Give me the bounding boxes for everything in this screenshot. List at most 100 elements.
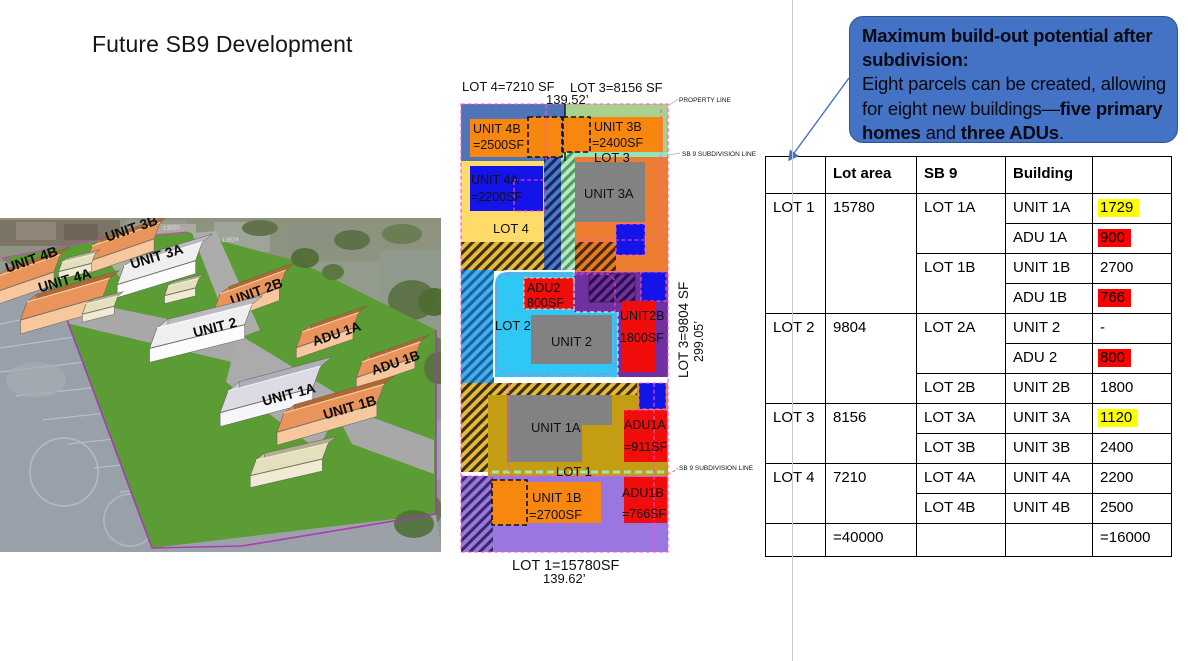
table-cell: LOT 3B — [916, 433, 1006, 464]
plan-label: UNIT 1A — [531, 420, 581, 435]
photo-house-number: 13920 — [163, 225, 181, 232]
plan-label: UNIT2B — [620, 309, 664, 323]
table-header-row: Lot area SB 9 Building — [765, 156, 1172, 194]
plan-unit-blue-3 — [639, 383, 666, 409]
building-accessory — [58, 249, 101, 281]
table-cell: LOT 3A — [916, 403, 1006, 434]
plan-unit-2 — [531, 315, 612, 364]
plan-bottom-dimension: 139.62’ — [543, 571, 586, 586]
table-header — [1092, 156, 1172, 194]
callout-line: for eight new buildings— — [862, 97, 1060, 119]
highlighted-value: 1729 — [1098, 199, 1140, 217]
plan-label: =2200SF — [471, 190, 522, 204]
plan-label: UNIT 2 — [551, 334, 592, 349]
plan-unit-3a — [575, 162, 645, 222]
plan-top-dimension: 139.52’ — [546, 92, 589, 107]
plan-property-line-note: PROPERTY LINE — [679, 97, 731, 104]
plan-hatch-green-strip — [561, 152, 575, 270]
callout-line: Maximum build-out potential after — [862, 25, 1153, 46]
table-cell: UNIT 1B — [1005, 253, 1093, 284]
building-accessory — [164, 273, 205, 305]
plan-hatch-gold-left — [461, 383, 488, 472]
plan-label: =766SF — [622, 507, 666, 521]
table-cell: UNIT 4B — [1005, 493, 1093, 524]
table-cell: LOT 4 — [765, 463, 826, 524]
plan-unit-blue-2 — [641, 272, 666, 301]
plan-label: UNIT 4B — [473, 122, 521, 136]
building-u2: UNIT 2 — [149, 295, 264, 364]
plan-label: =2500SF — [473, 138, 524, 152]
table-row: ADU 2 800 — [766, 343, 1172, 374]
plan-right-area-label: LOT 3=9804 SF — [676, 282, 691, 378]
highlighted-value: 800 — [1098, 349, 1132, 367]
plan-dashed-structure-3 — [491, 479, 528, 526]
vertical-divider-line — [792, 0, 793, 661]
highlighted-value: 1120 — [1098, 409, 1139, 427]
table-cell: 9804 — [825, 313, 917, 404]
table-cell: LOT 1B — [916, 253, 1006, 314]
callout-line: five primary — [1059, 97, 1163, 119]
callout-box: Maximum build-out potential after subdiv… — [849, 16, 1178, 143]
plan-label: LOT 1 — [556, 464, 592, 479]
plan-dashed-structure-1 — [527, 116, 563, 158]
plan-label: ADU2 — [527, 281, 560, 295]
plan-hatch-violet-band — [461, 476, 493, 552]
table-cell: 2400 — [1092, 433, 1172, 464]
plan-sb9-note-top: SB 9 SUBDIVISION LINE — [682, 151, 757, 158]
table-cell: - — [1092, 313, 1172, 344]
plan-label: UNIT 1B — [532, 490, 582, 505]
plan-label: =2400SF — [592, 136, 643, 150]
plan-hatch-gold-band — [461, 242, 544, 271]
plan-hatch-blue-strip — [544, 157, 561, 270]
table-cell: =16000 — [1092, 523, 1172, 557]
plan-label: LOT 3 — [594, 150, 630, 165]
plan-label: LOT 2 — [495, 318, 531, 333]
plan-label: UNIT 3B — [594, 120, 642, 134]
table-cell: LOT 4B — [916, 493, 1006, 524]
building-adu1a: ADU 1A — [295, 305, 368, 360]
table-cell — [1005, 523, 1093, 557]
callout-line: and — [920, 121, 961, 143]
table-cell: LOT 2A — [916, 313, 1006, 374]
table-cell: UNIT 2B — [1005, 373, 1093, 404]
table-header — [765, 156, 826, 194]
plan-unit-adu1a — [624, 410, 667, 462]
plan-hatch-purple-rect — [588, 273, 636, 303]
table-cell: LOT 1 — [765, 193, 826, 314]
table-cell: =40000 — [825, 523, 917, 557]
table-cell — [765, 523, 826, 557]
table-cell: 1729 — [1092, 193, 1172, 224]
plan-lot4-area-label: LOT 4=7210 SF — [462, 79, 555, 94]
highlighted-value: 900 — [1098, 229, 1132, 247]
table-cell: ADU 1A — [1005, 223, 1093, 254]
table-cell: 900 — [1092, 223, 1172, 254]
table-cell: 2200 — [1092, 463, 1172, 494]
building-accessory — [81, 291, 124, 324]
callout-line: three ADUs — [960, 121, 1059, 143]
building-u3a: UNIT 3A — [116, 233, 213, 299]
slide-title: Future SB9 Development — [92, 31, 353, 57]
callout-line: . — [1058, 121, 1064, 143]
callout-line: Eight parcels can be created, allowing — [862, 73, 1167, 95]
table-cell: ADU 2 — [1005, 343, 1093, 374]
table-cell: ADU 1B — [1005, 283, 1093, 314]
plan-unit-1a — [507, 395, 612, 462]
plan-lot3-area-label: LOT 3=8156 SF — [570, 80, 663, 95]
callout-line: subdivision: — [862, 49, 969, 71]
table-row: ADU 1A 900 — [766, 223, 1172, 254]
plan-gap — [494, 377, 618, 383]
table-cell: LOT 3 — [765, 403, 826, 464]
callout-line: homes — [862, 121, 921, 143]
plan-right-dimension: 299.05’ — [692, 321, 706, 362]
table-cell: UNIT 3B — [1005, 433, 1093, 464]
